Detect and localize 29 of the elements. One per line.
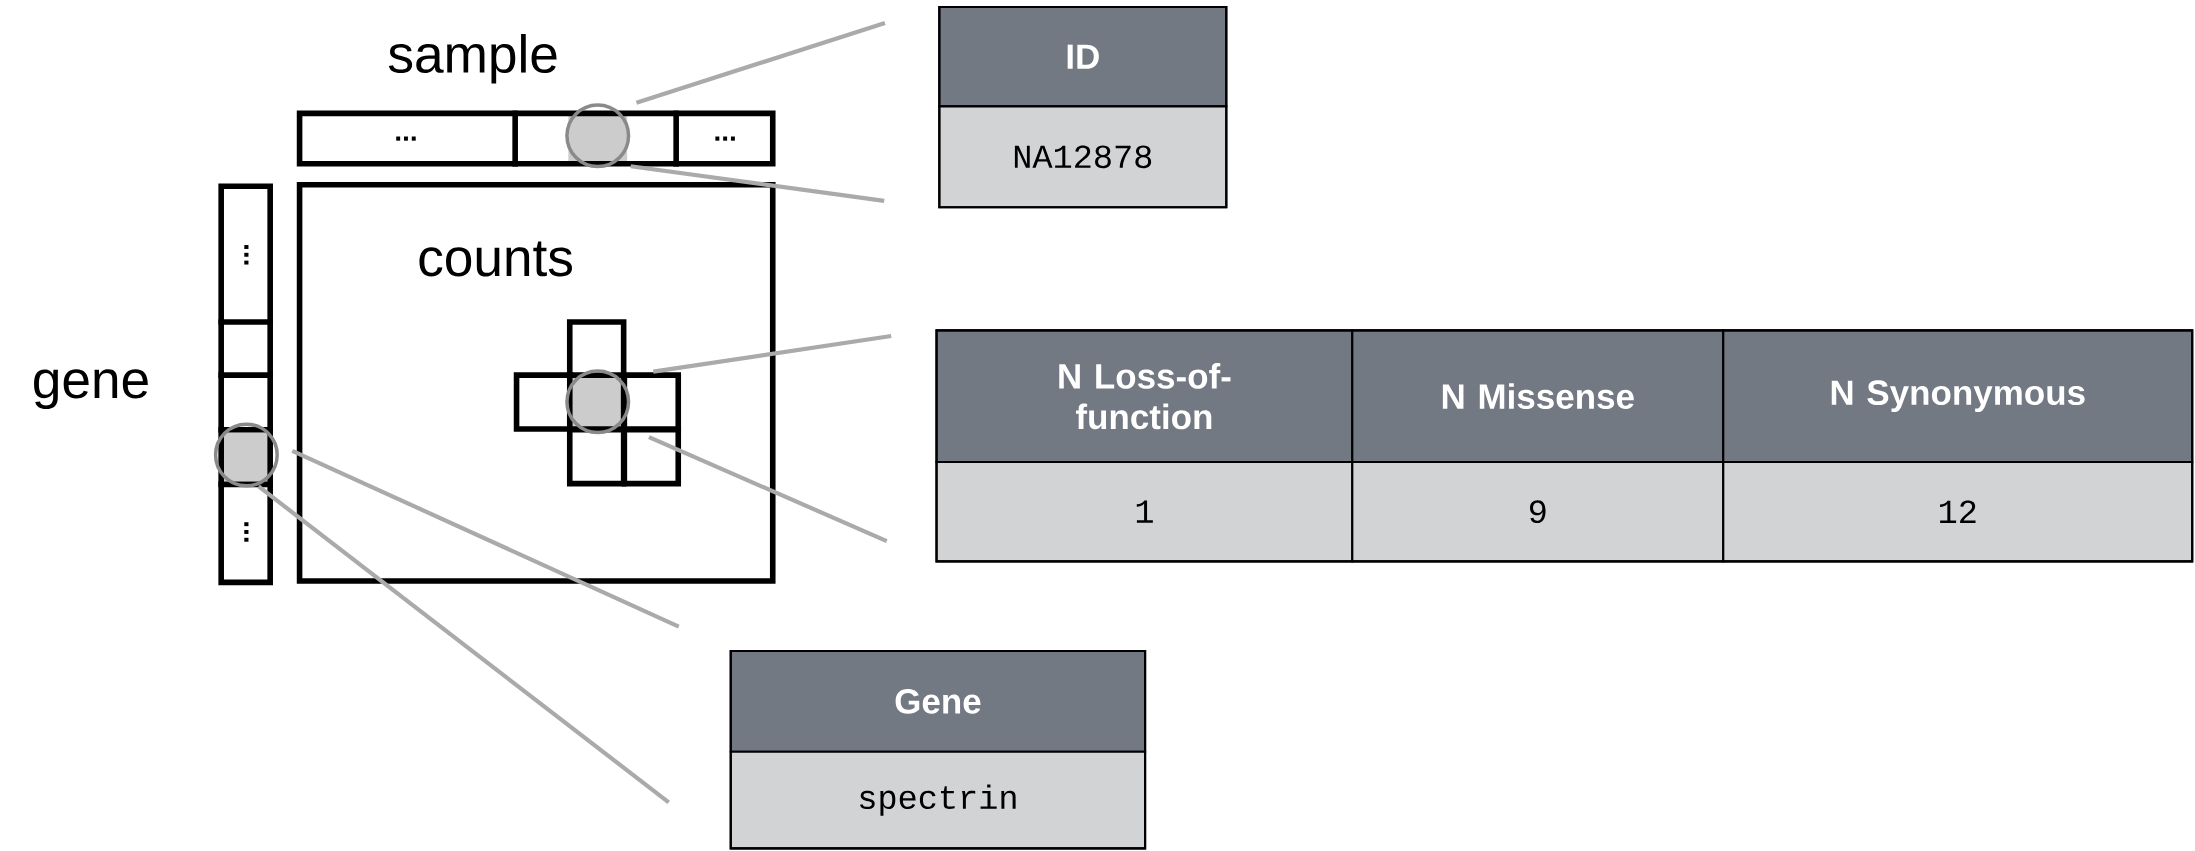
magnifier-circle [213, 422, 279, 488]
table-cell: 1 [935, 460, 1354, 563]
table-cell: spectrin [729, 750, 1147, 850]
ellipsis: ... [244, 522, 249, 542]
axis-label: counts [419, 241, 572, 277]
table-header-cell: ID [938, 5, 1228, 108]
leader-line [652, 333, 892, 374]
magnifier-circle [565, 103, 631, 169]
table-header-cell: N Synonymous [1722, 329, 2194, 463]
leader-line [257, 484, 670, 804]
table-cell: 12 [1722, 460, 2194, 563]
ellipsis: ... [715, 136, 735, 141]
magnifier-circle [565, 369, 631, 435]
table-header-cell: Gene [729, 649, 1147, 753]
table-header-cell: N Missense [1351, 329, 1725, 463]
ellipsis: ... [396, 136, 416, 141]
data-table [935, 329, 2194, 563]
data-table [938, 5, 1228, 209]
axis-label: gene [34, 369, 148, 409]
table-cell: 9 [1351, 460, 1725, 563]
leader-line [291, 448, 680, 629]
data-table [729, 649, 1147, 850]
ellipsis: ... [244, 245, 249, 265]
leader-line [648, 435, 888, 543]
leader-line [630, 164, 885, 203]
axis-label: sample [388, 33, 557, 84]
leader-line [635, 20, 886, 105]
table-header-cell: N Loss-of-function [935, 329, 1354, 463]
table-cell: NA12878 [938, 105, 1228, 209]
